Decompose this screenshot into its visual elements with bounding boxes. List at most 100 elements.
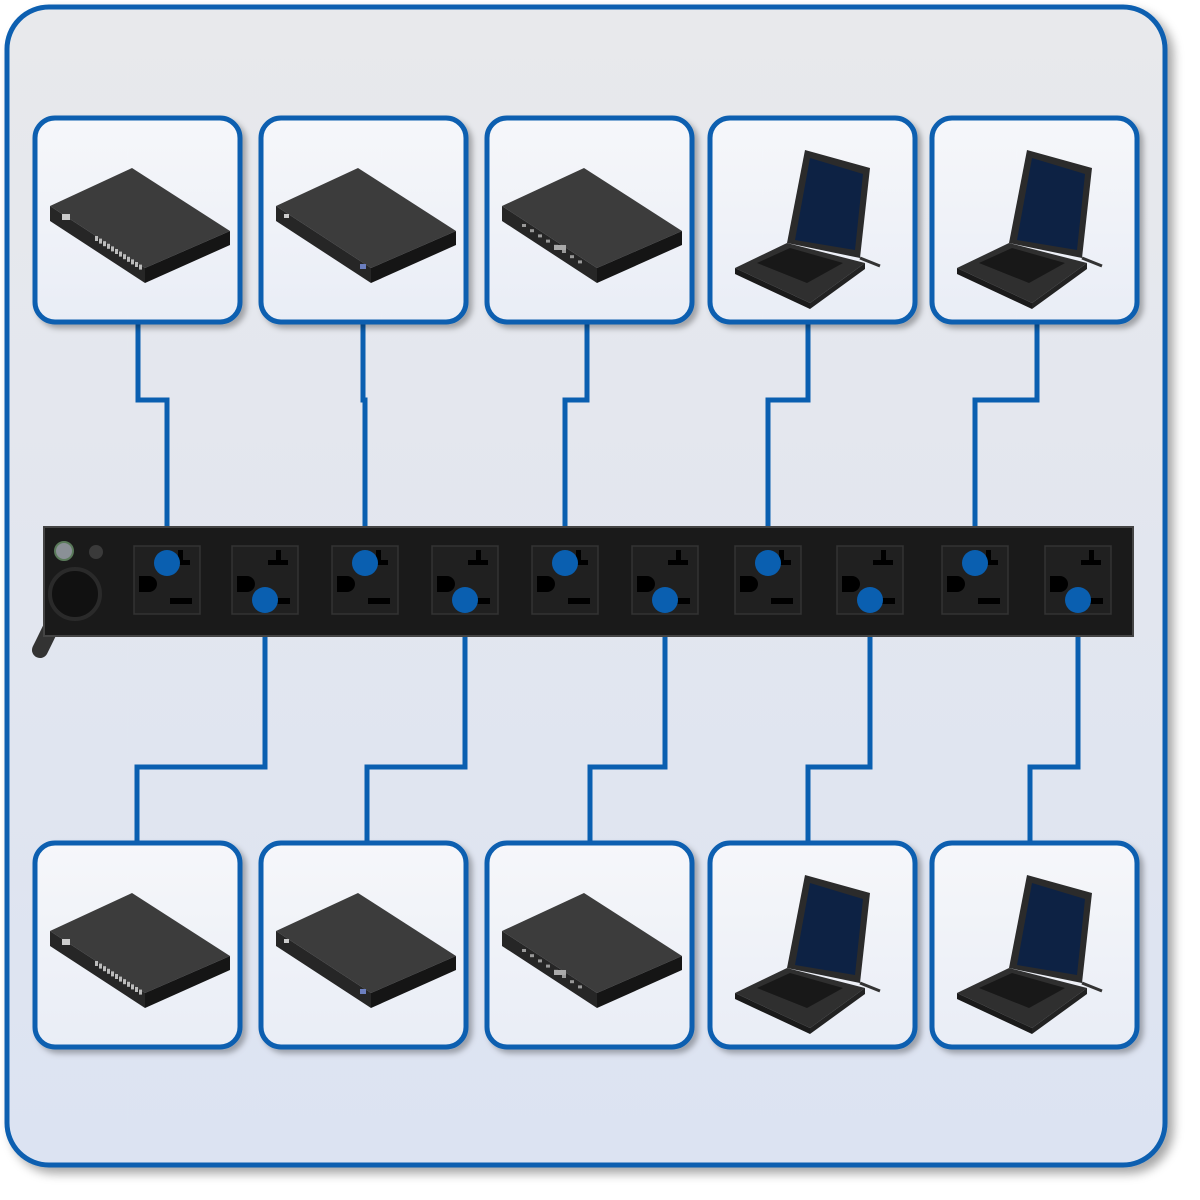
port-icon xyxy=(131,984,134,990)
connection-line-outlet-9 xyxy=(972,322,1040,563)
connection-line-outlet-7 xyxy=(765,322,811,563)
drive-bay-icon xyxy=(562,250,566,253)
connection-dot-outlet-7 xyxy=(755,550,781,576)
drive-bay-icon xyxy=(522,949,526,952)
device-top xyxy=(50,893,230,993)
network-switch-icon xyxy=(50,893,230,1008)
port-icon xyxy=(123,979,126,985)
power-distribution-unit xyxy=(32,526,1134,658)
drive-bay-icon xyxy=(530,954,534,958)
drive-bay-icon xyxy=(578,260,582,264)
keyboard-icon xyxy=(979,248,1065,283)
device-tile-bottom-2 xyxy=(258,840,469,1050)
drive-bay-icon xyxy=(570,255,574,259)
device-front-panel xyxy=(50,931,145,1008)
device-tile-top-1 xyxy=(32,115,243,325)
rack-server-icon xyxy=(502,168,682,283)
port-icon xyxy=(139,264,142,270)
connection-line-outlet-2 xyxy=(134,600,268,843)
port-icon xyxy=(99,238,102,244)
connection-dot-outlet-10 xyxy=(1065,587,1091,613)
connection-line-outlet-3 xyxy=(360,322,368,563)
connection-dot-outlet-3 xyxy=(352,550,378,576)
port-icon xyxy=(99,963,102,969)
drive-bay-icon xyxy=(538,959,542,963)
drive-bay-icon xyxy=(578,985,582,989)
port-icon xyxy=(107,243,110,249)
port-icon xyxy=(95,236,98,241)
device-top xyxy=(276,168,456,268)
drive-bay-icon xyxy=(538,234,542,238)
connection-dot-outlet-9 xyxy=(962,550,988,576)
port-icon xyxy=(119,976,122,982)
drive-bay-icon xyxy=(546,964,550,968)
port-icon xyxy=(103,241,106,247)
keyboard-icon xyxy=(979,973,1065,1008)
laptop-screen xyxy=(795,158,863,250)
port-icon xyxy=(139,989,142,995)
connection-line-outlet-8 xyxy=(805,600,873,843)
port-icon xyxy=(123,254,126,260)
connection-dot-outlet-1 xyxy=(154,550,180,576)
port-icon xyxy=(107,968,110,974)
port-icon xyxy=(103,966,106,972)
rack-console-laptop-icon xyxy=(735,150,881,309)
device-tile-bottom-3 xyxy=(484,840,695,1050)
device-tile-top-4 xyxy=(707,115,918,325)
port-icon xyxy=(111,246,114,252)
device-tiles xyxy=(32,115,1140,1050)
keyboard-icon xyxy=(757,973,843,1008)
connection-line-outlet-4 xyxy=(364,600,468,843)
rack-console-laptop-icon xyxy=(957,150,1103,309)
drive-bay-icon xyxy=(546,239,550,243)
device-top xyxy=(50,168,230,268)
device-top xyxy=(502,893,682,993)
drive-bay-icon xyxy=(562,975,566,978)
laptop-screen xyxy=(1017,883,1085,975)
connection-dot-outlet-8 xyxy=(857,587,883,613)
port-icon xyxy=(127,981,130,987)
connection-dots xyxy=(154,550,1091,613)
network-switch-icon xyxy=(50,168,230,283)
connection-dot-outlet-6 xyxy=(652,587,678,613)
drive-bay-icon xyxy=(530,229,534,233)
rack-appliance-icon xyxy=(276,893,456,1008)
connection-lines xyxy=(134,322,1081,843)
connection-line-outlet-1 xyxy=(135,322,170,563)
connection-line-outlet-10 xyxy=(1027,600,1081,843)
port-icon xyxy=(135,262,138,267)
port-icon xyxy=(115,974,118,979)
laptop-screen xyxy=(1017,158,1085,250)
connection-dot-outlet-4 xyxy=(452,587,478,613)
port-icon xyxy=(111,971,114,977)
device-tile-bottom-1 xyxy=(32,840,243,1050)
drive-bay-icon xyxy=(570,980,574,984)
ground-screw-icon xyxy=(54,541,74,561)
connection-line-outlet-5 xyxy=(562,322,590,563)
rack-console-laptop-icon xyxy=(735,875,881,1034)
connection-dot-outlet-2 xyxy=(252,587,278,613)
indicator-light-icon xyxy=(89,545,103,559)
device-top xyxy=(502,168,682,268)
device-front-panel xyxy=(276,206,371,283)
cord-grommet xyxy=(48,567,102,621)
port-icon xyxy=(127,256,130,262)
device-tile-top-5 xyxy=(929,115,1140,325)
drive-bay-icon xyxy=(522,224,526,227)
port-icon xyxy=(135,987,138,992)
device-front-panel xyxy=(276,931,371,1008)
port-icon xyxy=(119,251,122,257)
device-front-panel xyxy=(50,206,145,283)
rack-console-laptop-icon xyxy=(957,875,1103,1034)
outlet-6 xyxy=(631,545,699,615)
connection-dot-outlet-5 xyxy=(552,550,578,576)
rack-appliance-icon xyxy=(276,168,456,283)
port-icon xyxy=(131,259,134,265)
device-tile-bottom-5 xyxy=(929,840,1140,1050)
keyboard-icon xyxy=(757,248,843,283)
port-icon xyxy=(115,249,118,254)
device-tile-bottom-4 xyxy=(707,840,918,1050)
connection-line-outlet-6 xyxy=(587,600,668,843)
device-tile-top-2 xyxy=(258,115,469,325)
